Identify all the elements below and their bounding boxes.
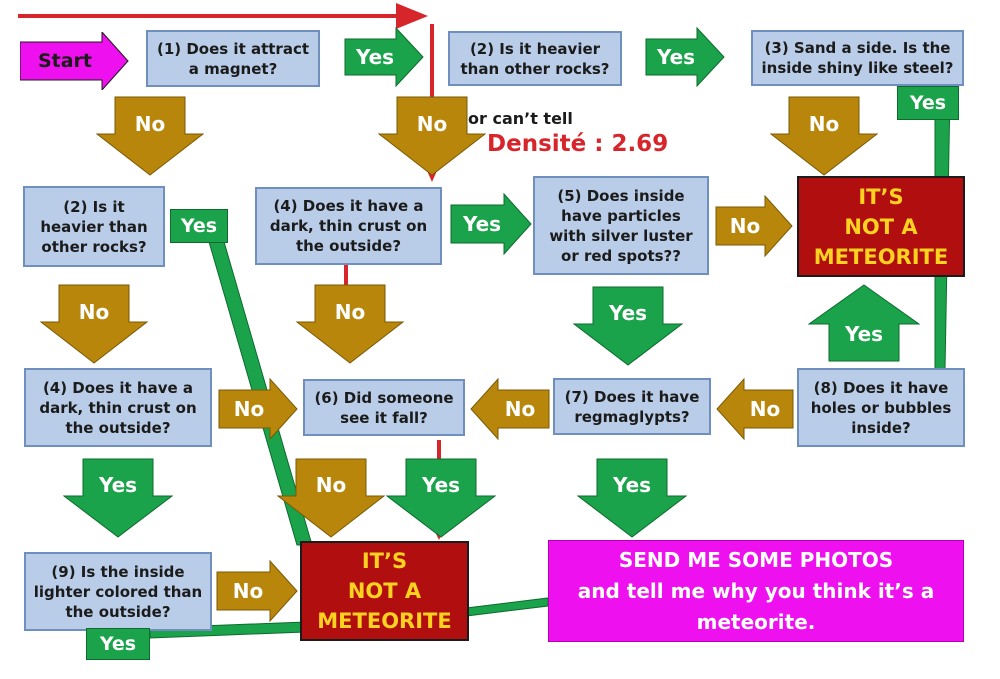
no-label: No [78, 300, 110, 324]
no-arrow-q5-not [715, 195, 793, 257]
no-arrow-q7-q6 [470, 378, 550, 440]
no-arrow-q3-not [770, 96, 878, 176]
yes-label: Yes [355, 45, 395, 69]
no-label: No [729, 214, 761, 238]
no-label: No [504, 397, 536, 421]
yes-arrow-q6-not [386, 458, 496, 538]
no-arrow-q2-q4 [378, 96, 486, 176]
no-arrow-q6-not [277, 458, 385, 538]
no-label: No [416, 112, 448, 136]
no-label: No [315, 473, 347, 497]
yes-label: Yes [656, 45, 696, 69]
no-arrow-q4left-q6 [218, 378, 298, 440]
no-arrow-q2left-q4left [40, 284, 148, 364]
yes-label: Yes [844, 322, 884, 346]
yes-label: Yes [612, 473, 652, 497]
yes-tag-q9: Yes [86, 628, 150, 660]
yes-label: Yes [462, 212, 502, 236]
start-label: Start [37, 50, 93, 72]
yes-label: Yes [98, 473, 138, 497]
yes-arrow-q8-not [808, 284, 920, 362]
no-label: No [134, 112, 166, 136]
no-label: No [808, 112, 840, 136]
yes-arrow-q4-q9 [63, 458, 173, 538]
yes-label: Yes [421, 473, 461, 497]
no-label: No [233, 397, 265, 421]
no-label: No [232, 579, 264, 603]
no-arrow-q9-not [216, 560, 298, 622]
no-label: No [749, 397, 781, 421]
start-arrow [20, 32, 129, 90]
yes-arrow-q5-q7 [573, 286, 683, 366]
yes-arrow-q4-q5 [450, 193, 532, 255]
yes-label: Yes [608, 301, 648, 325]
or-cant-tell-label: or can’t tell [468, 109, 573, 128]
no-label: No [334, 300, 366, 324]
no-arrow-q4-q6 [296, 284, 404, 364]
no-arrow-q8-q7 [716, 378, 794, 440]
yes-arrow-q2-q3 [645, 27, 725, 87]
no-arrow-q1-q2left [96, 96, 204, 176]
yes-tag-q3: Yes [897, 86, 959, 120]
yes-arrow-q7-photos [577, 458, 687, 538]
density-annotation: Densité : 2.69 [487, 131, 669, 157]
yes-arrow-q1-q2 [344, 27, 424, 87]
yes-tag-q2-left: Yes [170, 209, 228, 243]
